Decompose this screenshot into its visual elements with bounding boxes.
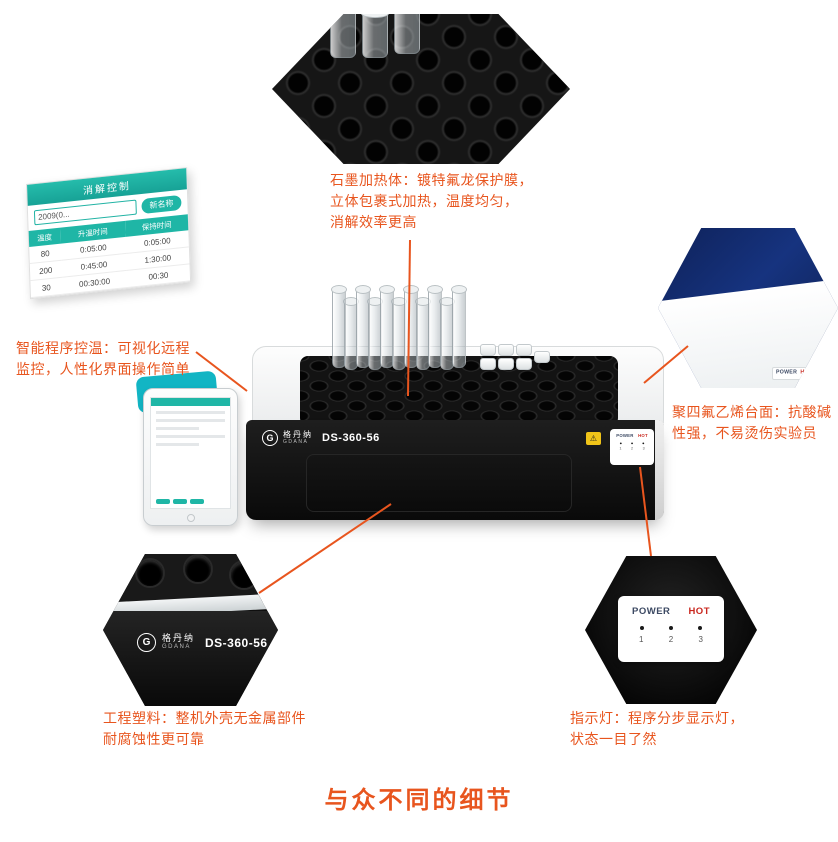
callout-line: 指示灯：程序分步显示灯， [570,710,744,726]
smart-control-callout: 智能程序控温：可视化远程 监控，人性化界面操作简单 [16,338,231,380]
callout-line: 状态一目了然 [570,731,657,747]
well-hole [229,560,259,590]
warning-icon: ⚠ [586,432,601,445]
test-tube-icon [427,285,443,368]
screen-header-bar [151,398,230,406]
test-tube-icon [331,285,347,368]
brand-stack: 格丹纳 GDANA [162,633,196,651]
step-number: 2 [631,446,634,451]
front-drawer [306,454,572,512]
tube-cap-icon [480,344,496,356]
model-number: DS-360-56 [322,432,380,444]
ptfe-callout: 聚四氟乙烯台面：抗酸碱 性强，不易烫伤实验员 [672,402,832,444]
ptfe-tabletop-photo: POWER HOT [658,228,838,388]
power-label: POWER [616,433,634,439]
hot-label: HOT [800,369,813,376]
tube-cap-icon [480,358,496,370]
callout-line: 消解效率更高 [330,214,417,230]
step-number: 1 [619,446,622,451]
tube-cap-icon [498,344,514,356]
gdana-logo-icon: G [262,430,278,446]
brand-logo-row: G 格丹纳 GDANA DS-360-56 [137,633,268,652]
callout-line: 石墨加热体：镀特氟龙保护膜， [330,172,533,188]
indicator-callout: 指示灯：程序分步显示灯， 状态一目了然 [570,708,780,750]
test-tube-icon [394,14,420,54]
hot-label: HOT [638,433,648,439]
callout-line: 立体包裹式加热，温度均匀， [330,193,519,209]
home-button-icon [186,514,195,522]
brand-stack: 格丹纳 GDANA [283,429,313,445]
hot-label: HOT [688,606,710,617]
housing-corner-photo: G 格丹纳 GDANA DS-360-56 [103,554,278,706]
test-tube-icon [355,285,371,368]
indicator-lights-photo: POWER HOT 1 2 3 [585,556,757,704]
model-number: DS-360-56 [205,635,268,650]
callout-line: 聚四氟乙烯台面：抗酸碱 [672,404,832,420]
indicator-light [698,626,702,630]
callout-line: 性强，不易烫伤实验员 [672,425,817,441]
ptfe-surface [658,275,838,388]
tablet-controller [135,370,238,526]
step-number: 3 [642,446,645,451]
side-housing [655,420,664,520]
test-tube-icon [361,14,389,58]
new-name-button: 新名称 [141,194,182,215]
page-title: 与众不同的细节 [324,787,514,814]
callout-line: 耐腐蚀性更可靠 [103,731,205,747]
mini-indicator-strip: POWER HOT [772,367,814,380]
tube-cap-icon [516,344,532,356]
callout-line: 智能程序控温：可视化远程 [16,340,190,356]
indicator-light [631,442,633,445]
plastic-callout: 工程塑料：整机外壳无金属部件 耐腐蚀性更可靠 [103,708,343,750]
graphite-heater-photo [272,14,570,164]
callout-line: 监控，人性化界面操作简单 [16,361,190,377]
well-hole [135,558,165,588]
gdana-logo-icon: G [137,633,156,652]
test-tube-icon [330,14,356,58]
tube-cap-icon [498,358,514,370]
graphite-callout: 石墨加热体：镀特氟龙保护膜， 立体包裹式加热，温度均匀， 消解效率更高 [330,170,545,233]
indicator-panel: POWER HOT 1 2 3 [618,596,724,662]
step-number: 3 [698,635,703,644]
tube-cap-icon [534,351,550,363]
power-label: POWER [776,369,798,376]
screen-buttons [156,499,204,504]
brand-logo-row: G 格丹纳 GDANA DS-360-56 [262,430,380,446]
callout-line: 工程塑料：整机外壳无金属部件 [103,710,306,726]
housing-front: G 格丹纳 GDANA DS-360-56 [103,611,278,706]
step-number: 2 [668,635,674,644]
test-tube-icon [403,285,419,368]
well-hole [183,554,213,584]
power-label: POWER [632,606,671,617]
brand-name-en: GDANA [283,438,309,445]
digestion-instrument: G 格丹纳 GDANA DS-360-56 ⚠ POWER HOT [246,285,664,522]
test-tube-icon [379,285,395,368]
test-tube-icon [451,285,467,368]
digestion-control-screenshot: 消解控制 2009(0... 新名称 温度 升温时间 保持时间 80 0:05:… [26,167,192,300]
product-front-panel: G 格丹纳 GDANA DS-360-56 ⚠ POWER HOT [246,420,664,520]
indicator-light [619,442,622,445]
indicator-light [640,626,644,630]
brand-name-en: GDANA [162,644,191,651]
step-number: 1 [639,635,644,644]
tablet-body [143,388,238,526]
tablet-screen [150,397,231,509]
indicator-light [669,626,673,630]
indicator-panel: POWER HOT 1 2 3 [610,429,654,465]
tube-cap-icon [516,358,532,370]
brand-name-cn: 格丹纳 [162,633,196,644]
brand-name-cn: 格丹纳 [283,429,313,439]
indicator-light [642,442,645,445]
